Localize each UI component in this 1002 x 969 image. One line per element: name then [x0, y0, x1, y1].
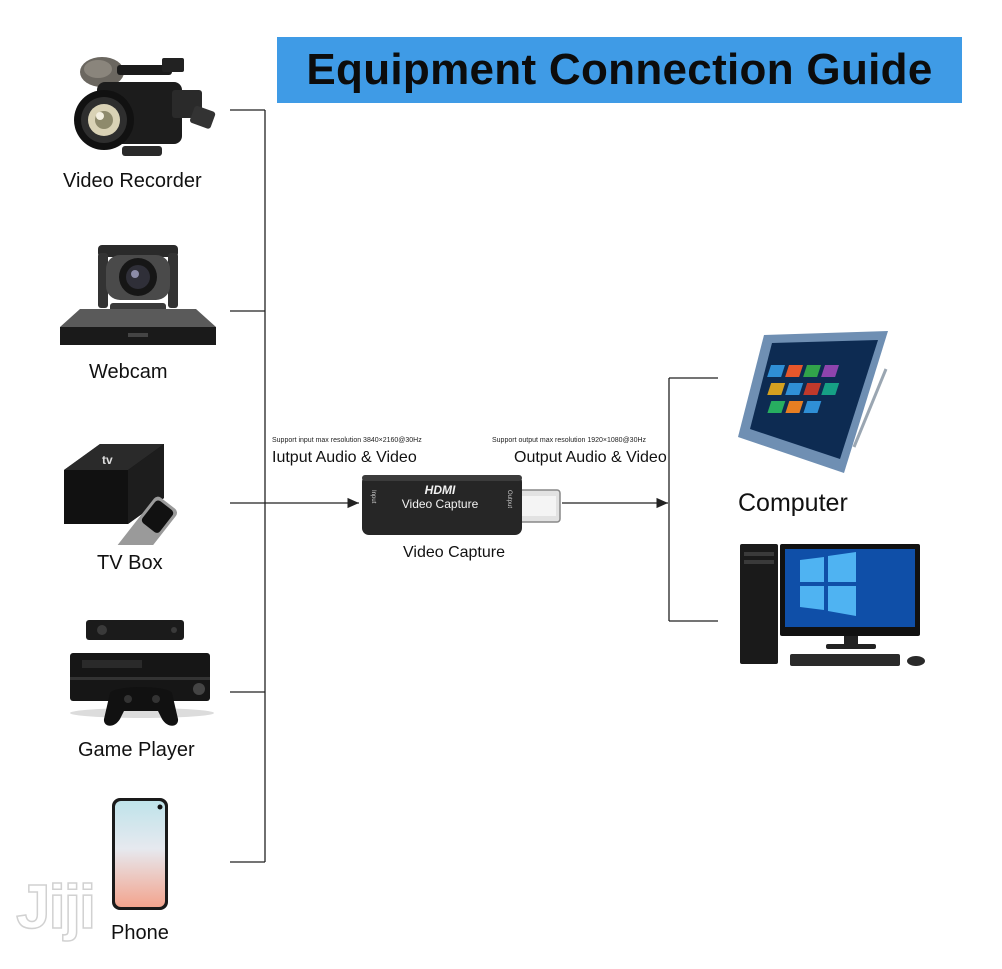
input-resolution-note: Support input max resolution 3840×2160@3…	[272, 437, 422, 444]
output-resolution-note: Support output max resolution 1920×1080@…	[492, 437, 647, 444]
phone-icon	[112, 798, 168, 910]
source-label-phone: Phone	[111, 922, 169, 944]
source-label-video-recorder: Video Recorder	[63, 170, 202, 192]
capture-label: Video Capture	[403, 544, 505, 561]
tablet-icon	[738, 331, 888, 473]
destination-label: Computer	[738, 489, 848, 517]
webcam-icon	[60, 245, 216, 345]
source-label-game-player: Game Player	[78, 739, 195, 761]
capture-input-side-text: Input	[370, 490, 376, 504]
game-player-icon	[70, 620, 214, 726]
desktop-computer-icon	[740, 544, 925, 666]
capture-device-text: Video Capture	[402, 497, 479, 511]
svg-text:tv: tv	[102, 453, 113, 467]
video-recorder-icon	[74, 57, 216, 156]
title-banner: Equipment Connection Guide	[277, 37, 962, 103]
capture-brand-text: HDMI	[425, 483, 456, 497]
capture-output-side-text: Output	[506, 490, 512, 508]
watermark-logo: Jiji	[15, 872, 97, 943]
capture-device-icon: HDMI Video Capture Input Output	[362, 475, 561, 535]
source-label-tv-box: TV Box	[97, 552, 163, 574]
output-port-label: Output Audio & Video	[514, 449, 667, 466]
source-label-webcam: Webcam	[89, 361, 168, 383]
tv-box-icon: tv	[64, 444, 178, 545]
input-port-label: Iutput Audio & Video	[272, 449, 417, 466]
page-title: Equipment Connection Guide	[306, 45, 933, 94]
